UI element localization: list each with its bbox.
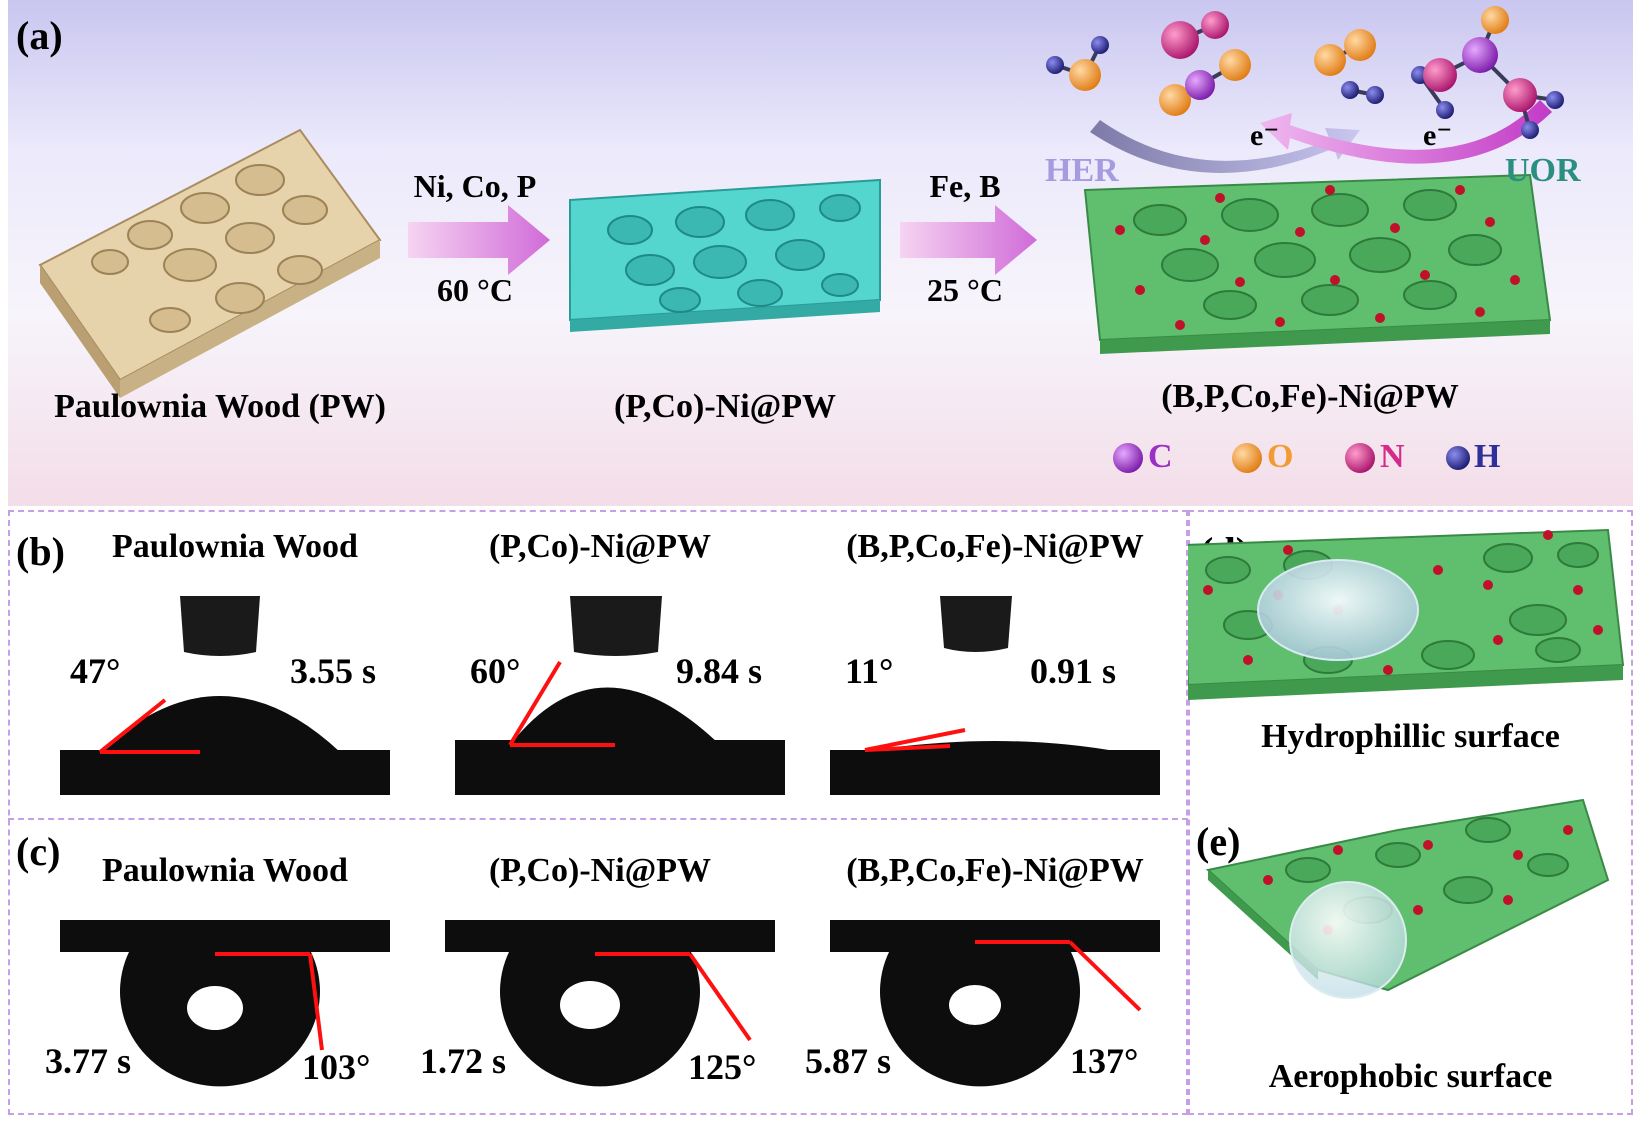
b-baseline-3 bbox=[864, 744, 951, 752]
step1-arrow bbox=[408, 205, 550, 275]
final-block bbox=[1083, 173, 1552, 354]
legend-c-label: C bbox=[1148, 438, 1173, 475]
b-sample-name-2: (P,Co)-Ni@PW bbox=[488, 528, 712, 565]
c-time-1: 3.77 s bbox=[45, 1041, 132, 1081]
b-time-1: 3.55 s bbox=[290, 651, 377, 691]
c-tangent-line-1 bbox=[308, 953, 324, 1051]
electron-label-right: e⁻ bbox=[1423, 119, 1453, 152]
c-time-3: 5.87 s bbox=[805, 1041, 892, 1081]
bc-divider bbox=[8, 818, 1188, 820]
her-arrow bbox=[1090, 120, 1360, 173]
uor-label: UOR bbox=[1505, 152, 1581, 189]
b-droplet-3 bbox=[830, 596, 1160, 795]
material-label-intermediate: (P,Co)-Ni@PW bbox=[613, 388, 837, 425]
legend-n-ball bbox=[1345, 443, 1375, 473]
c-bubble-2 bbox=[445, 920, 775, 1087]
legend-h-label: H bbox=[1474, 438, 1501, 475]
b-tangent-line-2 bbox=[508, 660, 562, 747]
panel-e-caption: Aerophobic surface bbox=[1268, 1058, 1553, 1095]
legend-h-ball bbox=[1446, 446, 1470, 470]
panel-d-caption: Hydrophillic surface bbox=[1261, 718, 1560, 755]
hydrophilic-block bbox=[1188, 528, 1625, 700]
her-label: HER bbox=[1045, 152, 1119, 189]
c-sample-name-1: Paulownia Wood bbox=[102, 852, 348, 889]
b-tangent-line-3 bbox=[864, 728, 966, 752]
legend-c-ball bbox=[1113, 443, 1143, 473]
legend-o-ball bbox=[1232, 443, 1262, 473]
material-label-wood: Paulownia Wood (PW) bbox=[54, 388, 386, 425]
panel-c-label: (c) bbox=[16, 829, 61, 874]
c-tangent-line-2 bbox=[688, 952, 752, 1042]
material-label-final: (B,P,Co,Fe)-Ni@PW bbox=[1161, 378, 1459, 415]
panel-de-graphics bbox=[1188, 528, 1625, 999]
b-angle-2: 60° bbox=[470, 651, 521, 691]
step1-temperature: 60 °C bbox=[437, 272, 513, 308]
c-time-2: 1.72 s bbox=[420, 1041, 507, 1081]
c-angle-3: 137° bbox=[1070, 1041, 1139, 1081]
uor-arrow bbox=[1260, 100, 1552, 164]
paulownia-wood-block bbox=[38, 128, 382, 398]
step2-arrow bbox=[900, 205, 1037, 275]
b-tangent-line-1 bbox=[98, 698, 167, 754]
electron-label-left: e⁻ bbox=[1250, 119, 1280, 152]
water-droplet bbox=[1257, 559, 1419, 661]
gas-bubble bbox=[1289, 881, 1407, 999]
b-angle-3: 11° bbox=[845, 651, 894, 691]
b-droplet-2 bbox=[455, 596, 785, 795]
panel-c-images bbox=[60, 920, 1160, 1087]
c-angle-2: 125° bbox=[688, 1047, 757, 1087]
legend-n-label: N bbox=[1380, 438, 1405, 475]
panel-a-graphics bbox=[38, 6, 1564, 473]
panel-e-label: (e) bbox=[1196, 819, 1241, 864]
b-droplet-1 bbox=[60, 596, 390, 795]
panel-b-label: (b) bbox=[16, 529, 65, 574]
step1-elements: Ni, Co, P bbox=[413, 168, 537, 204]
b-sample-name-3: (B,P,Co,Fe)-Ni@PW bbox=[846, 528, 1144, 565]
b-time-3: 0.91 s bbox=[1030, 651, 1117, 691]
intermediate-block bbox=[569, 178, 881, 332]
b-sample-name-1: Paulownia Wood bbox=[112, 528, 358, 565]
molecules bbox=[1046, 6, 1564, 139]
panel-a-label: (a) bbox=[16, 13, 63, 58]
step2-elements: Fe, B bbox=[929, 168, 1001, 204]
b-time-2: 9.84 s bbox=[676, 651, 763, 691]
c-sample-name-3: (B,P,Co,Fe)-Ni@PW bbox=[846, 852, 1144, 889]
b-angle-1: 47° bbox=[70, 651, 121, 691]
c-angle-1: 103° bbox=[302, 1047, 371, 1087]
c-sample-name-2: (P,Co)-Ni@PW bbox=[488, 852, 712, 889]
c-bubble-3 bbox=[830, 920, 1160, 1087]
panel-bc-frame bbox=[8, 510, 1188, 1115]
step2-temperature: 25 °C bbox=[927, 272, 1003, 308]
aerophobic-block bbox=[1205, 798, 1610, 999]
legend-o-label: O bbox=[1267, 438, 1294, 475]
c-tangent-line-3 bbox=[1068, 940, 1142, 1012]
panel-b-images bbox=[60, 596, 1160, 795]
panel-de-frame bbox=[1188, 510, 1633, 1115]
c-bubble-1 bbox=[60, 920, 390, 1087]
